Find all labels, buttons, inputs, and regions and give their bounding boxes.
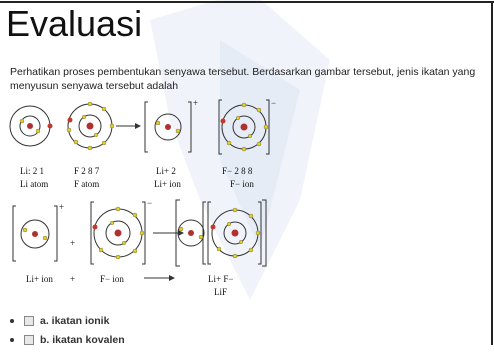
top-border (0, 1, 494, 3)
ionic-bond-diagram: + − Li: 2 1 Li atom F 2 8 7 F atom Li+ 2 (9, 98, 276, 297)
bullet-icon (10, 319, 14, 323)
svg-text:+: + (59, 202, 64, 212)
li-ion-label: Li+ ion (154, 179, 181, 189)
option-a-label: a. ikatan ionik (40, 315, 110, 327)
answer-options: a. ikatan ionik b. ikatan kovalen (10, 314, 125, 352)
f-ion-config-label: F− 2 8 8 (222, 166, 253, 176)
product-formula-label: LiF (214, 287, 227, 297)
f-atom (66, 101, 115, 151)
question-text: Perhatikan proses pembentukan senyawa te… (10, 66, 476, 92)
f-ion: − (218, 98, 276, 155)
li-ion-label-2: Li+ ion (26, 274, 53, 284)
right-border (491, 1, 493, 345)
li-config-label: Li: 2 1 (20, 166, 44, 176)
svg-text:+: + (193, 98, 198, 108)
f-atom-label: F atom (74, 179, 99, 189)
li-ion-config-label: Li+ 2 (156, 166, 176, 176)
li-atom (9, 105, 53, 147)
lif-product (175, 199, 267, 267)
checkbox-b[interactable] (24, 335, 34, 345)
plus-sign: + (70, 238, 75, 248)
option-b-label: b. ikatan kovalen (40, 334, 125, 346)
product-ions-label: Li+ F− (208, 274, 233, 284)
f-ion-label-2: F− ion (100, 274, 124, 284)
bullet-icon (10, 338, 14, 342)
checkbox-a[interactable] (24, 316, 34, 326)
page-title: Evaluasi (6, 3, 143, 44)
f-config-label: F 2 8 7 (74, 166, 100, 176)
svg-text:−: − (271, 98, 276, 108)
f-ion-label: F− ion (230, 179, 254, 189)
plus-sign-2: + (70, 274, 75, 284)
li-ion: + (144, 98, 198, 153)
svg-text:−: − (147, 198, 152, 208)
f-ion-2: − (90, 198, 152, 265)
option-a[interactable]: a. ikatan ionik (10, 314, 125, 328)
li-atom-label: Li atom (20, 179, 48, 189)
li-ion-2: + (12, 202, 64, 262)
